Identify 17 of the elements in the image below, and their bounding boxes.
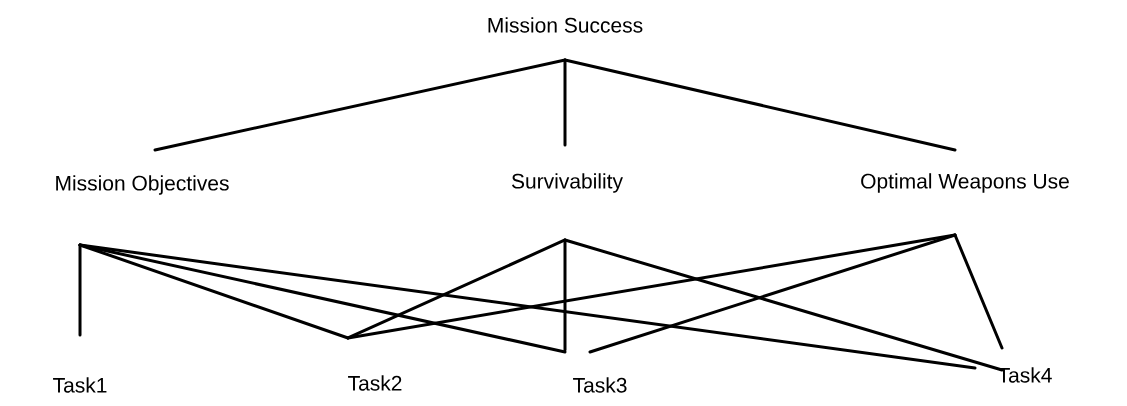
node-label: Optimal Weapons Use	[861, 173, 1069, 193]
node-label: Task2	[348, 375, 402, 391]
connector-line	[563, 58, 567, 147]
connector-line	[588, 233, 957, 354]
connector-line	[563, 238, 567, 352]
node-label: Task1	[53, 377, 107, 393]
connector-line	[153, 58, 567, 152]
node-label: Mission Objectives	[56, 175, 229, 195]
node-label: Task4	[998, 367, 1052, 383]
connector-line	[563, 238, 1004, 372]
node-label: Mission Success	[488, 17, 643, 33]
node-label: Task3	[573, 377, 627, 393]
connector-line	[953, 233, 1004, 350]
connector-line	[78, 243, 977, 370]
connector-line	[563, 58, 957, 152]
connector-line	[78, 243, 82, 337]
node-label: Survivability	[511, 173, 623, 193]
